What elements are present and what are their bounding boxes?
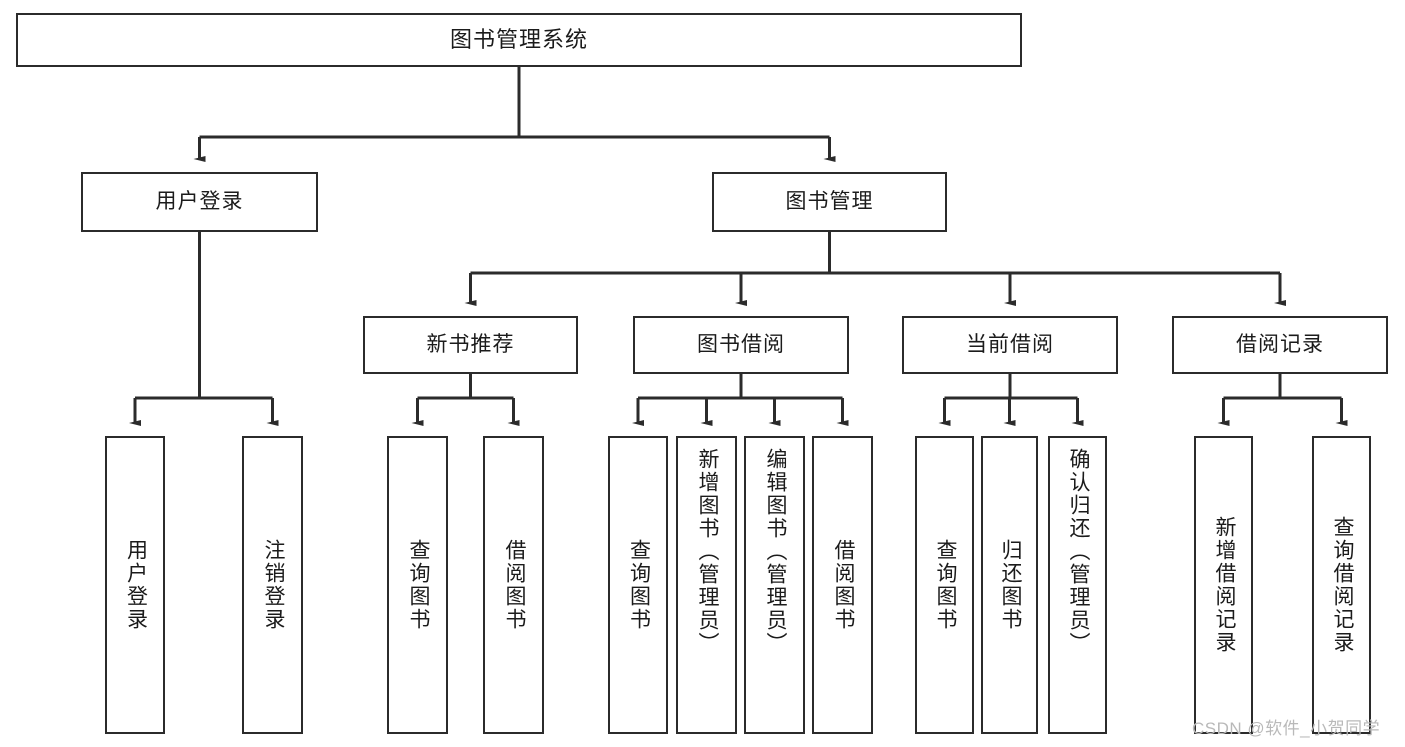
node-leaf-edit-book-label: 编辑图书（管理员） [763,448,787,655]
node-new-book-rec[interactable]: 新书推荐 [363,316,578,374]
node-leaf-query-book-1[interactable]: 查询图书 [387,436,448,734]
node-leaf-query-record[interactable]: 查询借阅记录 [1312,436,1371,734]
node-borrow-record[interactable]: 借阅记录 [1172,316,1388,374]
node-user-login-label: 用户登录 [155,190,244,214]
node-book-manage[interactable]: 图书管理 [712,172,947,232]
node-leaf-query-book-2-label: 查询图书 [627,539,651,631]
node-leaf-query-book-3-label: 查询图书 [933,539,957,631]
node-leaf-add-record[interactable]: 新增借阅记录 [1194,436,1253,734]
node-leaf-logout-label: 注销登录 [261,539,285,631]
node-leaf-user-login-label: 用户登录 [124,539,148,631]
node-book-borrow-label: 图书借阅 [697,333,785,357]
csdn-watermark: CSDN @软件_小贺同学 [1192,719,1381,738]
node-leaf-logout[interactable]: 注销登录 [242,436,303,734]
node-new-book-rec-label: 新书推荐 [426,333,515,357]
node-borrow-record-label: 借阅记录 [1236,333,1324,357]
node-leaf-user-login[interactable]: 用户登录 [105,436,165,734]
node-leaf-add-book[interactable]: 新增图书（管理员） [676,436,737,734]
node-current-borrow-label: 当前借阅 [966,333,1054,357]
node-book-manage-label: 图书管理 [785,190,874,214]
node-leaf-query-book-1-label: 查询图书 [406,539,430,631]
node-leaf-confirm-return-label: 确认归还（管理员） [1066,448,1090,655]
node-leaf-borrow-book-1[interactable]: 借阅图书 [483,436,544,734]
node-leaf-add-record-label: 新增借阅记录 [1212,516,1236,654]
node-leaf-borrow-book-2-label: 借阅图书 [831,539,855,631]
node-leaf-borrow-book-2[interactable]: 借阅图书 [812,436,873,734]
node-leaf-confirm-return[interactable]: 确认归还（管理员） [1048,436,1107,734]
node-leaf-return-book-label: 归还图书 [998,539,1022,631]
node-user-login[interactable]: 用户登录 [81,172,318,232]
node-current-borrow[interactable]: 当前借阅 [902,316,1118,374]
node-leaf-return-book[interactable]: 归还图书 [981,436,1038,734]
node-leaf-borrow-book-1-label: 借阅图书 [502,539,526,631]
node-leaf-add-book-label: 新增图书（管理员） [695,448,719,655]
node-leaf-query-record-label: 查询借阅记录 [1330,516,1354,654]
node-leaf-query-book-2[interactable]: 查询图书 [608,436,668,734]
node-book-borrow[interactable]: 图书借阅 [633,316,849,374]
node-leaf-edit-book[interactable]: 编辑图书（管理员） [744,436,805,734]
node-root[interactable]: 图书管理系统 [16,13,1022,67]
node-root-label: 图书管理系统 [449,26,588,52]
node-leaf-query-book-3[interactable]: 查询图书 [915,436,974,734]
